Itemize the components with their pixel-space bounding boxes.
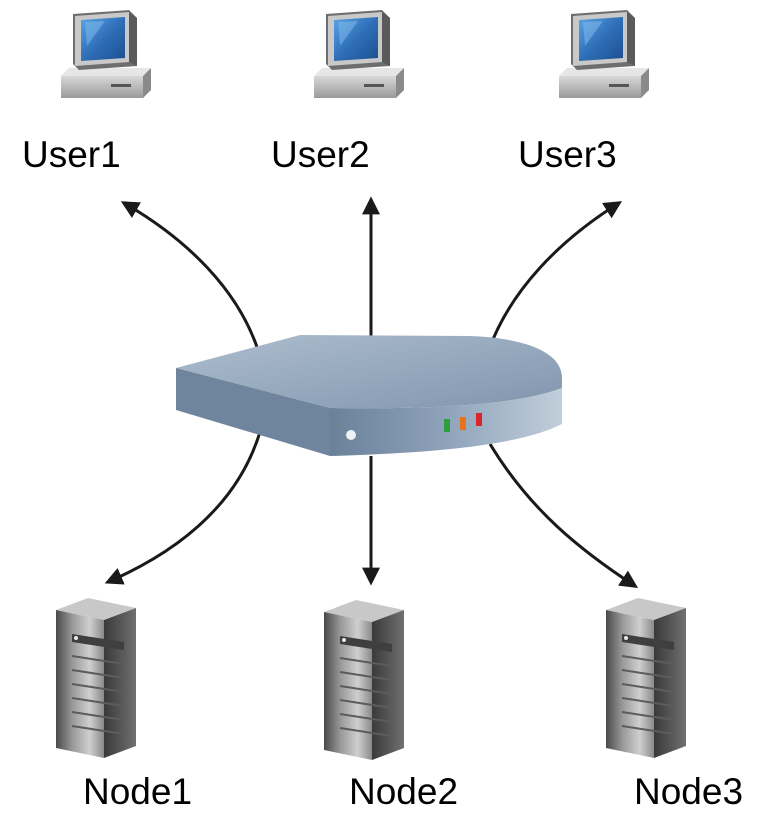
user2-label: User2 — [271, 134, 370, 175]
user1-label: User1 — [22, 134, 121, 175]
arrow-hub-to-user3 — [486, 201, 623, 353]
node2-label: Node2 — [349, 771, 459, 812]
arrow-hub-to-node1 — [104, 431, 262, 585]
desktop-computer-icon — [559, 10, 649, 98]
status-led-green — [444, 419, 450, 432]
status-led-red — [476, 413, 482, 426]
node3-server — [605, 597, 687, 759]
node1-server — [55, 597, 137, 759]
network-switch-icon — [176, 335, 562, 456]
node2-server — [323, 599, 405, 761]
node1-label: Node1 — [83, 771, 193, 812]
node3-label: Node3 — [634, 771, 744, 812]
desktop-computer-icon — [61, 10, 151, 98]
status-led-orange — [460, 417, 466, 430]
desktop-computer-icon — [314, 10, 404, 98]
user1-computer — [61, 10, 151, 98]
user2-computer — [314, 10, 404, 98]
user3-label: User3 — [518, 134, 617, 175]
user3-computer — [559, 10, 649, 98]
arrow-hub-to-node3 — [488, 443, 639, 588]
server-tower-icon — [55, 597, 137, 759]
arrow-hub-to-user1 — [120, 201, 260, 351]
connection-arrows — [104, 196, 639, 588]
server-tower-icon — [323, 599, 405, 761]
server-tower-icon — [605, 597, 687, 759]
